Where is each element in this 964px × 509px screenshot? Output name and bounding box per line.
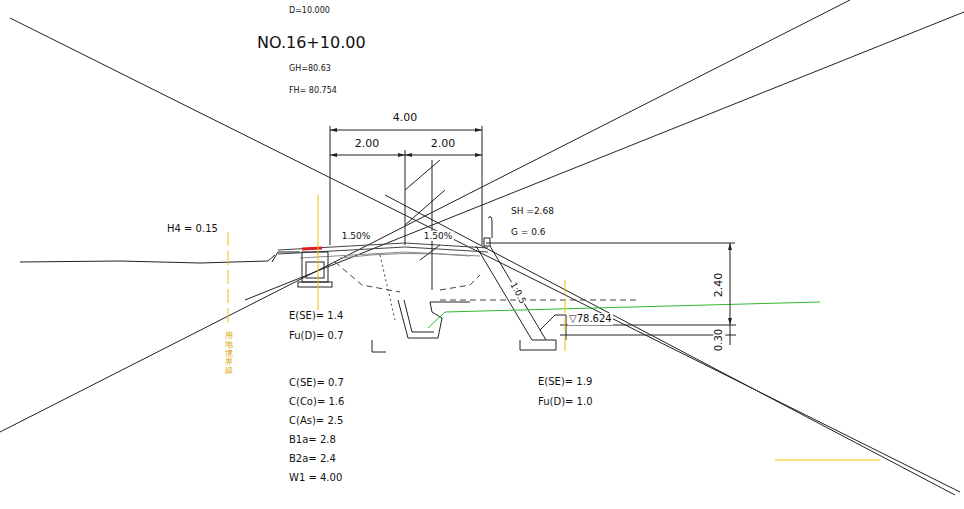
water-line xyxy=(428,302,820,328)
arrowheads xyxy=(330,128,482,157)
wall xyxy=(476,246,546,340)
red-mark xyxy=(302,248,322,249)
dimension-label: E(SE)= 1.4 xyxy=(288,310,344,322)
dimension-label: 1.50% xyxy=(423,231,454,241)
hatch xyxy=(420,245,440,260)
dimension-label: E(SE)= 1.9 xyxy=(537,376,593,388)
dimension-label: C(As)= 2.5 xyxy=(288,415,344,427)
dimension-label: Fu(D)= 1.0 xyxy=(537,396,594,408)
dimension-label: GH=80.63 xyxy=(288,64,332,73)
wall xyxy=(540,315,566,340)
gutter xyxy=(306,262,324,278)
dash-line xyxy=(440,300,640,301)
ground-line xyxy=(20,255,275,263)
dim-ext xyxy=(560,325,736,326)
pavement xyxy=(340,253,470,258)
cross-line xyxy=(10,18,960,492)
dim-ext xyxy=(405,150,406,245)
dash-line xyxy=(380,255,395,320)
dimension-label: 4.00 xyxy=(392,112,419,125)
boundary-line xyxy=(775,460,880,461)
pavement xyxy=(300,252,480,258)
dimension-label: C(SE)= 0.7 xyxy=(288,377,345,389)
bracket xyxy=(372,340,386,352)
dimension-label: 2.00 xyxy=(430,138,457,151)
dim-line xyxy=(730,243,731,345)
dimension-label: 2.40 xyxy=(713,272,726,299)
gutter xyxy=(302,252,328,282)
dim-ext xyxy=(560,335,736,336)
dimension-label: B1a= 2.8 xyxy=(288,434,337,446)
cross-line xyxy=(385,195,955,495)
dimension-label: 2.00 xyxy=(354,138,381,151)
ground-line xyxy=(486,243,735,244)
cross-line xyxy=(245,12,964,300)
dimension-label: C(Co)= 1.6 xyxy=(288,396,345,408)
dimension-label: FH= 80.754 xyxy=(288,86,338,95)
curb xyxy=(272,252,300,262)
dim-ext xyxy=(482,126,483,245)
boundary-line xyxy=(318,195,319,310)
dimension-label: D=10.000 xyxy=(288,6,331,15)
wall-footing xyxy=(520,340,556,350)
boundary-line xyxy=(565,280,566,352)
dash-line xyxy=(335,262,400,292)
hatch xyxy=(405,160,440,190)
dimension-label: 1:0.5 xyxy=(508,280,529,307)
dimension-label: W1 = 4.00 xyxy=(288,472,343,484)
guard-post xyxy=(484,238,490,246)
channel xyxy=(398,300,470,338)
dash-line xyxy=(440,275,480,290)
boundary-line xyxy=(228,232,229,322)
dimension-label: 0.30 xyxy=(713,328,725,352)
dimension-label: 用地境界線 xyxy=(224,332,234,376)
pavement xyxy=(278,243,488,250)
dimension-label: Fu(D)= 0.7 xyxy=(288,330,345,342)
dimension-label: B2a= 2.4 xyxy=(288,453,337,465)
dim-line xyxy=(330,130,482,131)
dimension-label: ▽78.624 xyxy=(568,313,613,325)
dimension-label: 1.50% xyxy=(341,231,372,241)
hatch xyxy=(432,160,433,290)
gutter-base xyxy=(298,282,332,287)
dimension-label: SH =2.68 xyxy=(510,206,555,216)
dimension-label: H4 = 0.15 xyxy=(166,223,219,235)
arrowheads xyxy=(728,243,732,325)
dim-ext xyxy=(330,126,331,245)
guardrail xyxy=(488,217,492,238)
hatch xyxy=(405,190,445,225)
station-title: NO.16+10.00 xyxy=(256,34,367,52)
dimension-label: G = 0.6 xyxy=(510,227,547,237)
